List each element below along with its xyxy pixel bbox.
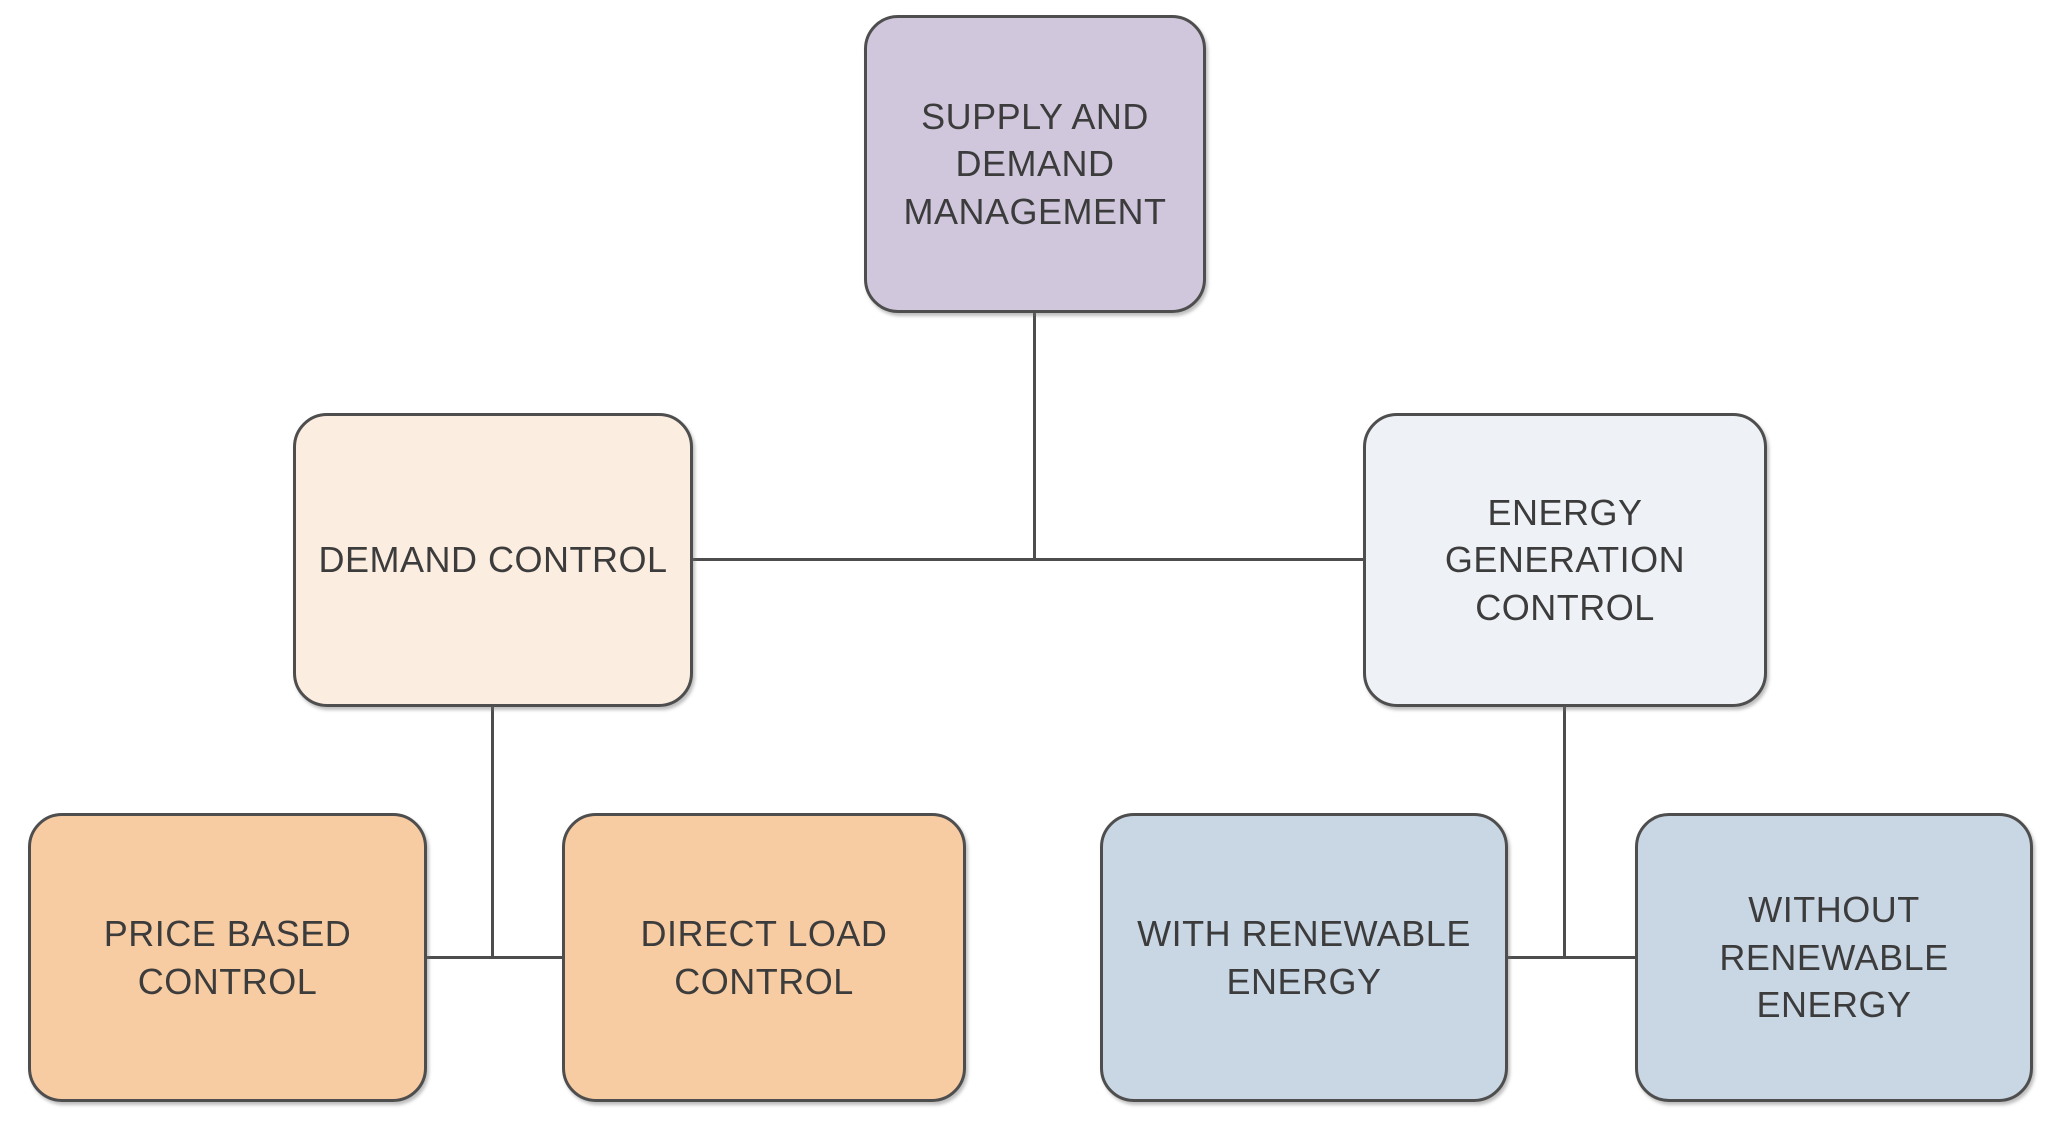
node-direct-load-control: DIRECT LOAD CONTROL (562, 813, 966, 1102)
connector-right-children-horizontal (1508, 956, 1635, 959)
connector-energy-vertical (1563, 707, 1566, 959)
connector-left-children-horizontal (427, 956, 562, 959)
node-with-renewable-energy: WITH RENEWABLE ENERGY (1100, 813, 1508, 1102)
node-energy-generation-control: ENERGY GENERATION CONTROL (1363, 413, 1767, 707)
node-price-based-control: PRICE BASED CONTROL (28, 813, 427, 1102)
connector-root-vertical (1033, 313, 1036, 560)
node-supply-and-demand-management: SUPPLY AND DEMAND MANAGEMENT (864, 15, 1206, 313)
connector-demand-vertical (491, 707, 494, 959)
connector-level2-horizontal (693, 558, 1363, 561)
node-without-renewable-energy: WITHOUT RENEWABLE ENERGY (1635, 813, 2033, 1102)
node-demand-control: DEMAND CONTROL (293, 413, 693, 707)
